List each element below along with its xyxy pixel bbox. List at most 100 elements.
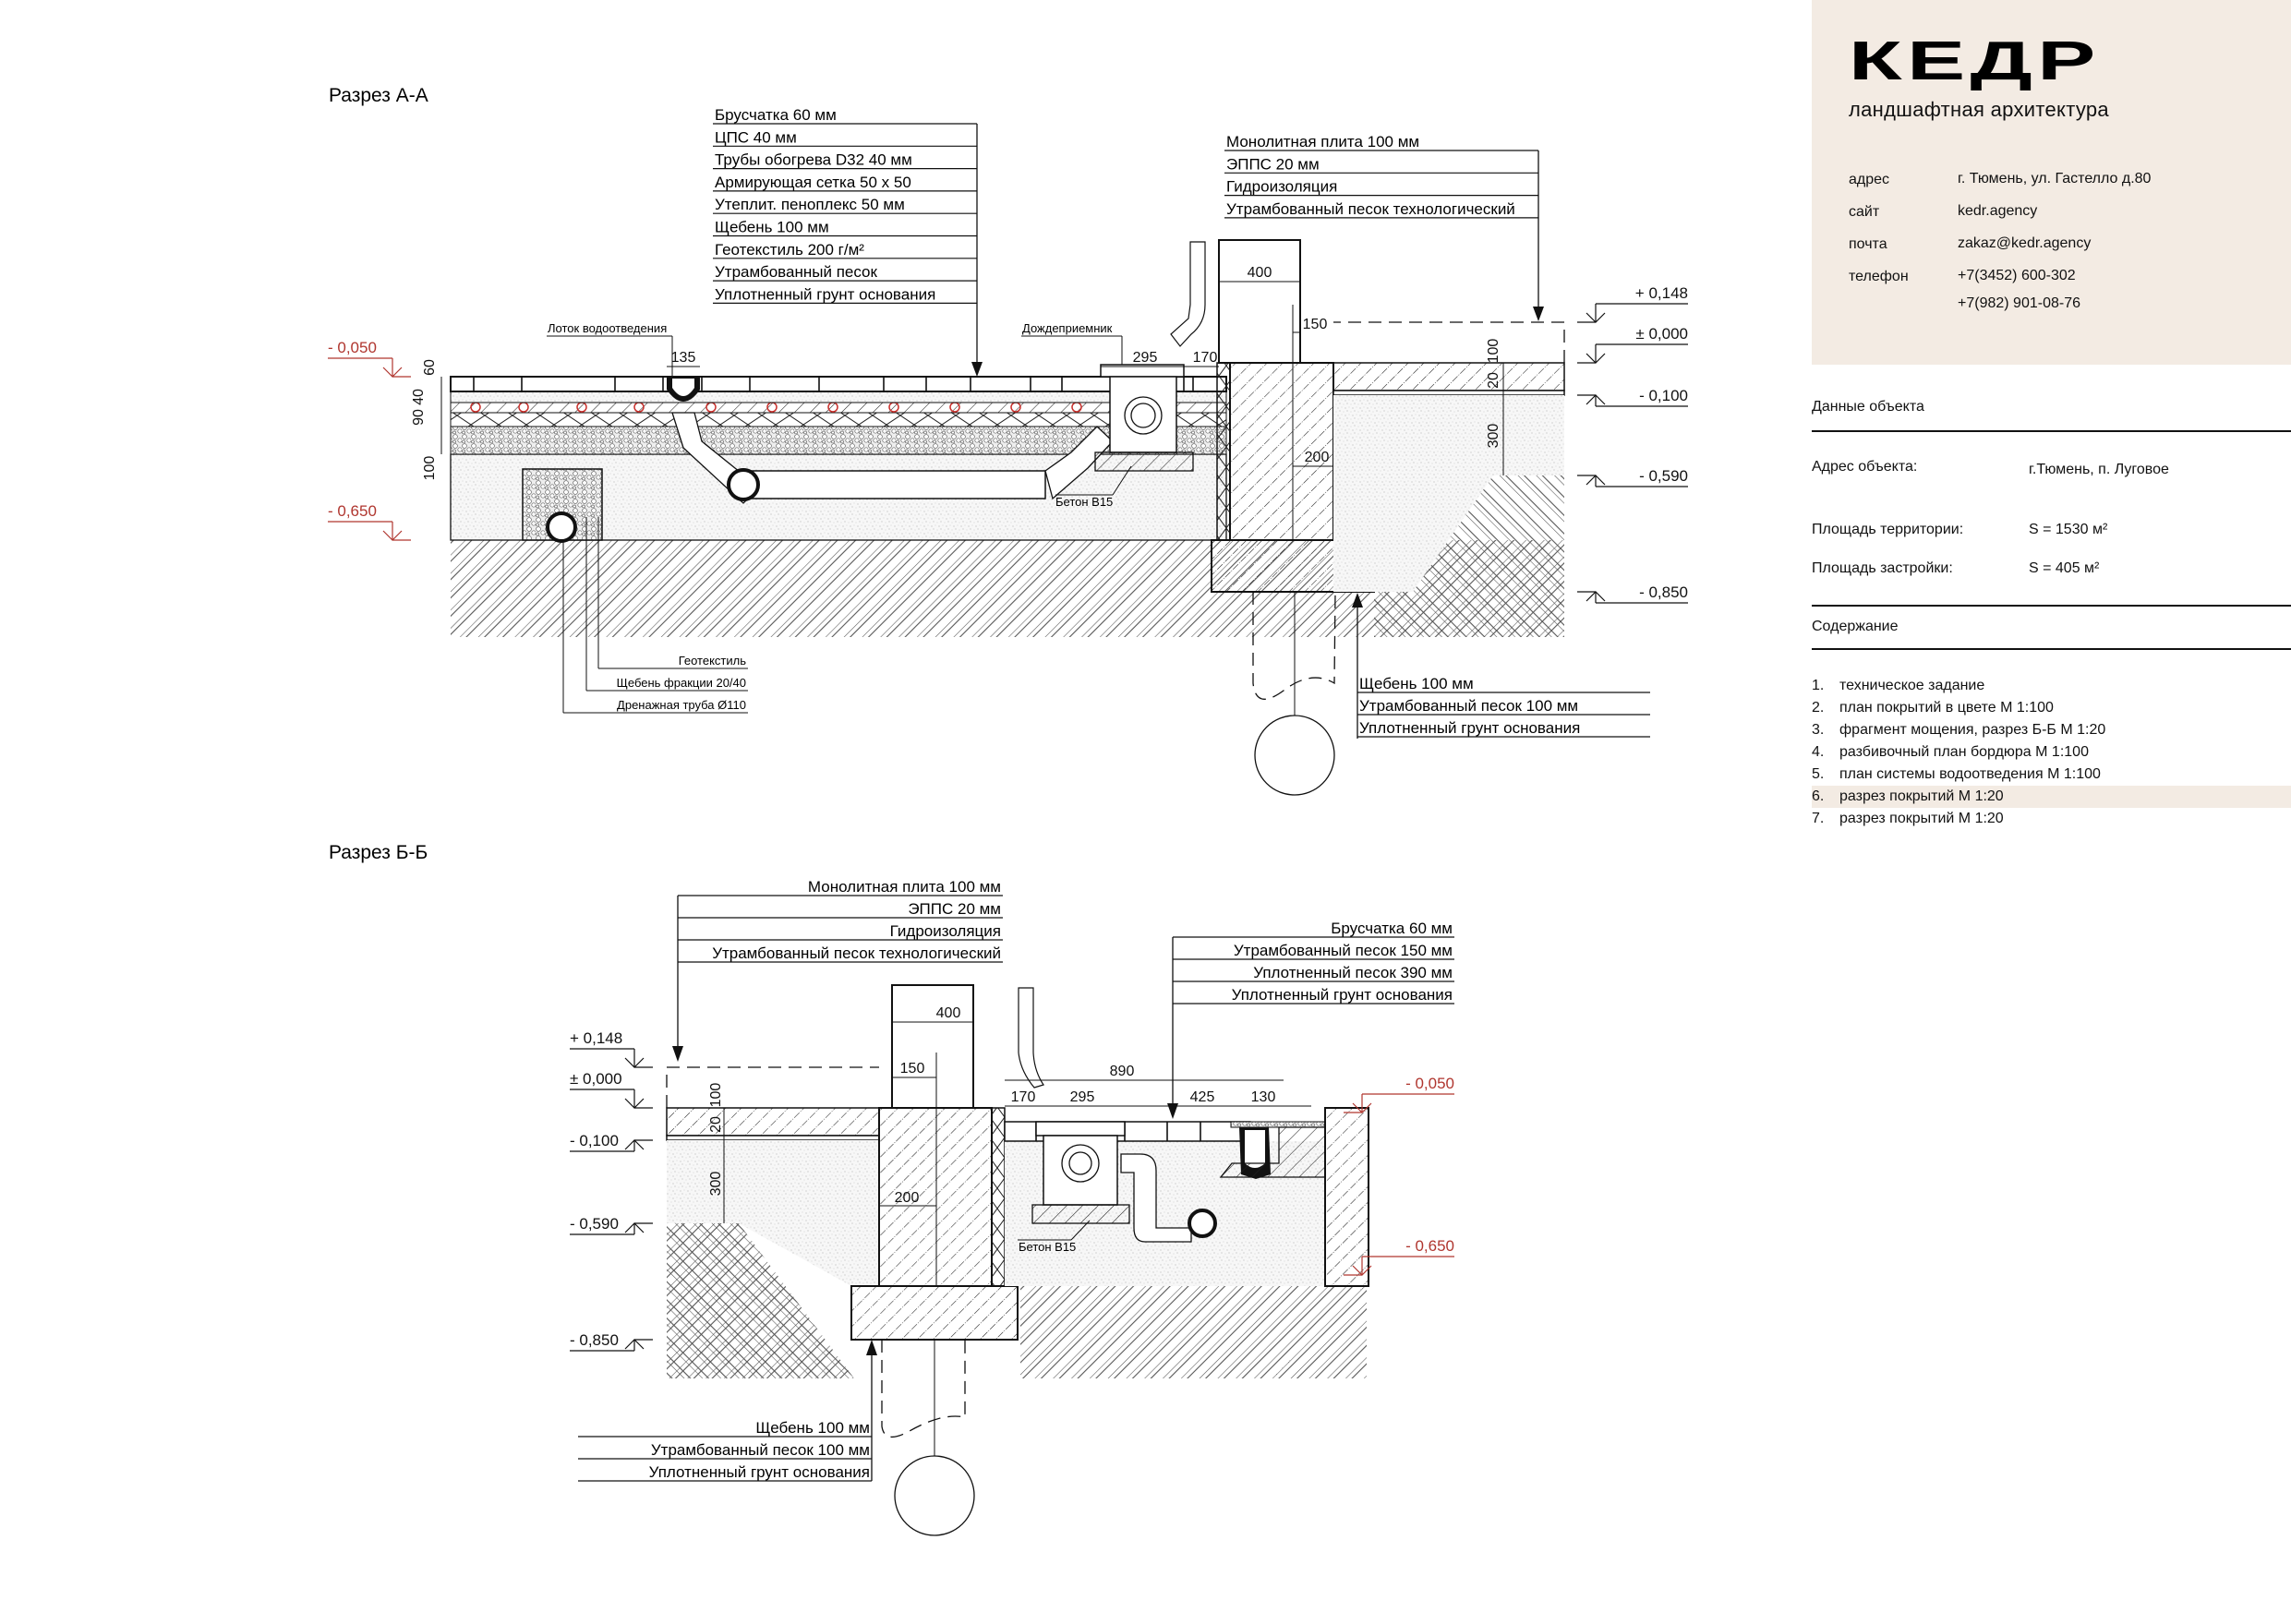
drain-label: Щебень фракции 20/40 (617, 676, 746, 690)
object-address: Адрес объекта:г.Тюмень, п. Луговое (1812, 459, 2169, 477)
inlet-label: Дождеприемник (1022, 321, 1113, 335)
divider (1812, 430, 2291, 432)
dimension-label: 170 (1193, 350, 1218, 366)
dimension-label: 130 (1251, 1089, 1276, 1105)
bb-footing-callouts: Щебень 100 мм Утрамбованный песок 100 мм У… (578, 1419, 872, 1482)
elevation-label: + 0,148 (1635, 284, 1688, 302)
dimension-label: 425 (1190, 1089, 1215, 1105)
layer-callout-label: Утрамбованный песок 150 мм (1234, 942, 1453, 959)
contents-item[interactable]: 5.план системы водоотведения М 1:100 (1812, 764, 2291, 786)
contents-item[interactable]: 7.разрез покрытий М 1:20 (1812, 808, 2291, 830)
tagline: ландшафтная архитектура (1849, 98, 2109, 121)
bb-wall-above (891, 984, 974, 1109)
divider (1812, 605, 2291, 607)
elevation-label: - 0,100 (1639, 387, 1688, 404)
dimension-label: 100 (422, 456, 438, 481)
elevation-label: - 0,850 (570, 1331, 619, 1349)
divider (1812, 648, 2291, 650)
dimension-label: 890 (1110, 1064, 1135, 1079)
bb-elevations-left: + 0,148± 0,000- 0,100- 0,590- 0,850 (570, 1029, 653, 1352)
contents-item[interactable]: 1.техническое задание (1812, 675, 2291, 697)
layer-callout-label: Утрамбованный песок технологический (712, 944, 1001, 962)
contents-item-label: план покрытий в цвете М 1:100 (1839, 700, 2054, 716)
aa-elevations-left: - 0,050- 0,650 (328, 339, 411, 541)
layer-callout-label: ЭППС 20 мм (1226, 155, 1320, 173)
layer-callout-label: ЦПС 40 мм (715, 128, 797, 146)
email-link[interactable]: zakaz@kedr.agency (1958, 235, 2092, 251)
dimension-label: 150 (900, 1061, 925, 1077)
dimension-label: 295 (1133, 350, 1158, 366)
elevation-label: - 0,850 (1639, 583, 1688, 601)
callout-arrow-icon (1352, 593, 1363, 607)
bb-wall-insulation (991, 1107, 1006, 1287)
downpipe (1170, 241, 1206, 347)
contents-item-label: план системы водоотведения М 1:100 (1839, 766, 2101, 782)
rain-inlet (1109, 376, 1177, 453)
contents-item[interactable]: 2. план покрытий в цвете М 1:100 (1812, 697, 2291, 719)
dimension-label: 20 (708, 1116, 724, 1133)
dimension-label: 170 (1011, 1089, 1036, 1105)
concrete-base (1094, 451, 1194, 472)
contents-item-number: 2. (1812, 700, 1825, 716)
callout-arrow-icon (866, 1340, 877, 1355)
elevation-label: - 0,590 (1639, 467, 1688, 485)
section-bb-title: Разрез Б-Б (329, 842, 428, 863)
bb-footing (850, 1285, 1019, 1341)
drain-pipe-section (727, 468, 760, 501)
phone-link[interactable]: +7(3452) 600-302 +7(982) 901-08-76 (1958, 268, 2080, 311)
layer-callout-label: Щебень 100 мм (755, 1419, 870, 1437)
territory-area: Площадь территории:S = 1530 м² (1812, 522, 2108, 537)
callout-arrow-icon (1167, 1103, 1178, 1119)
downpipe (1018, 987, 1044, 1089)
dimension-label: 90 (411, 409, 427, 426)
aa-monolith-slab (1332, 362, 1565, 391)
elevation-label: - 0,050 (328, 339, 377, 356)
dimension-label: 150 (1303, 317, 1328, 332)
layer-callout-label: Брусчатка 60 мм (715, 106, 837, 124)
curb (1324, 1107, 1369, 1287)
dimension-label: 400 (936, 1005, 961, 1021)
kedr-logo: КЕДР (1849, 30, 2227, 97)
outlet-pipe (1120, 1153, 1192, 1243)
layer-callout-label: Гидроизоляция (1226, 178, 1337, 196)
elevation-label: ± 0,000 (1635, 325, 1688, 343)
layer-callout-label: Брусчатка 60 мм (1331, 920, 1453, 937)
aa-wall-above (1218, 239, 1301, 364)
dimension-label: 20 (1486, 372, 1501, 389)
bb-elevations-right: - 0,050- 0,650 (1344, 1075, 1454, 1276)
layer-callout-label: Уплотненный грунт основания (649, 1463, 870, 1481)
building-area: Площадь застройки:S = 405 м² (1812, 560, 2100, 576)
dimension-label: 100 (708, 1083, 724, 1108)
layer-callout-label: Утеплит. пеноплекс 50 мм (715, 196, 905, 213)
dimension-label: 295 (1070, 1089, 1095, 1105)
dimension-label: 135 (671, 350, 696, 366)
layer-callout-label: Щебень 100 мм (715, 219, 829, 236)
callout-arrow-icon (672, 1046, 683, 1062)
dimension-label: 100 (1486, 339, 1501, 364)
contents-item[interactable]: 3.фрагмент мощения, разрез Б-Б М 1:20 (1812, 719, 2291, 741)
site-link[interactable]: kedr.agency (1958, 203, 2038, 219)
contents-item[interactable]: 4.разбивочный план бордюра М 1:100 (1812, 741, 2291, 764)
logo-text: КЕДР (1849, 37, 2101, 91)
object-data-title: Данные объекта (1812, 399, 1924, 415)
layer-callout-label: Утрамбованный песок 100 мм (651, 1441, 870, 1459)
layer-callout-label: Гидроизоляция (890, 922, 1001, 940)
elevation-label: - 0,050 (1405, 1075, 1454, 1092)
dimension-label: 40 (411, 389, 427, 405)
layer-callout-label: Уплотненный грунт основания (1359, 719, 1580, 737)
dimension-label: 60 (422, 359, 438, 376)
channel-label: Лоток водоотведения (548, 321, 667, 335)
contents-list: 1.техническое задание 2. план покрытий в ц… (1812, 675, 2291, 830)
dimension-label: 300 (708, 1172, 724, 1197)
contents-item[interactable]: 6.разрез покрытий М 1:20 (1812, 786, 2291, 808)
